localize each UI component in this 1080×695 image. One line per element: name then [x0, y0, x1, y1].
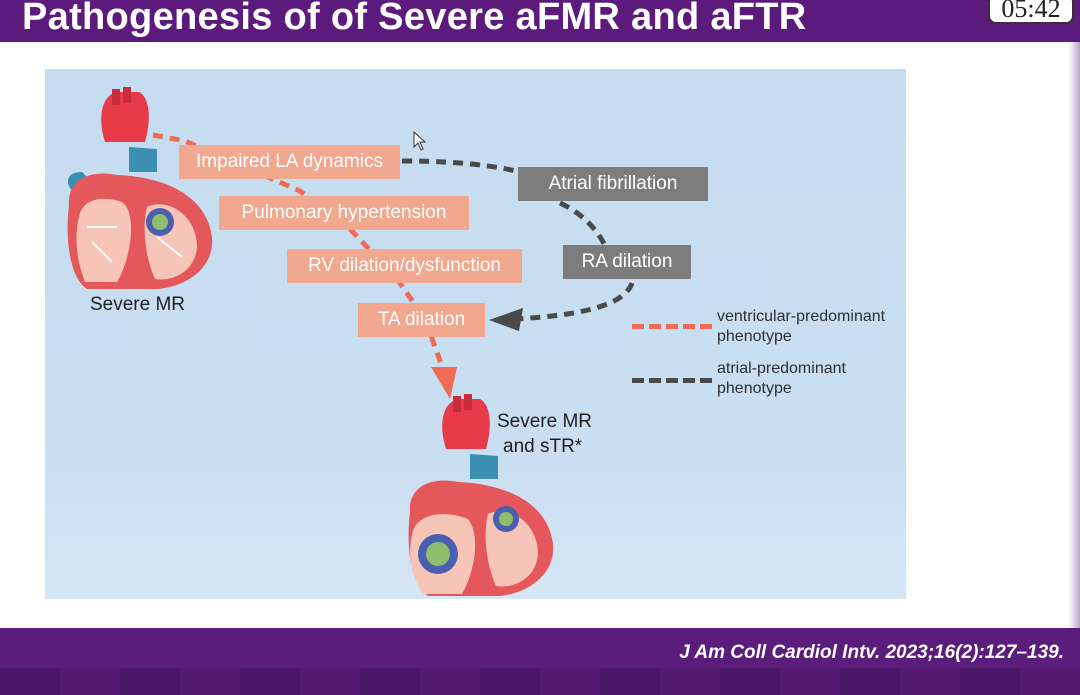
box-pulmonary-hypertension: Pulmonary hypertension: [219, 196, 469, 230]
box-atrial-fibrillation: Atrial fibrillation: [518, 167, 708, 201]
atrial-path: [401, 158, 549, 184]
legend-atrial-swatch: [632, 378, 712, 383]
atrial-path-curve: [514, 200, 635, 322]
citation: J Am Coll Cardiol Intv. 2023;16(2):127–1…: [679, 642, 1064, 663]
legend-ventricular-swatch: [632, 324, 712, 329]
label-severe-mr-str-line2: and sTR*: [503, 436, 583, 457]
atrial-arrowhead: [489, 308, 523, 331]
box-ta-dilation: TA dilation: [358, 303, 485, 337]
slide-title: Pathogenesis of of Severe aFMR and aFTR: [22, 0, 807, 38]
pathogenesis-figure: Impaired LA dynamics Pulmonary hypertens…: [45, 69, 906, 599]
legend-atrial-label: atrial-predominant phenotype: [717, 360, 846, 397]
timer-badge: 05:42: [988, 0, 1074, 24]
ventricular-arrowhead: [431, 367, 457, 399]
mouse-pointer-icon: [413, 131, 427, 151]
label-severe-mr-str-line1: Severe MR: [497, 411, 593, 432]
legend-ventricular-label: ventricular-predominant phenotype: [717, 308, 886, 345]
box-rv-dilation: RV dilation/dysfunction: [287, 249, 522, 283]
footer-stripe: [0, 668, 1080, 695]
title-bar: Pathogenesis of of Severe aFMR and aFTR: [0, 0, 1080, 42]
box-ra-dilation: RA dilation: [563, 245, 691, 279]
side-decoration: [1068, 42, 1080, 628]
pathway-arrows: [152, 132, 635, 399]
heart-bottom-illustration: [408, 394, 554, 596]
label-severe-mr: Severe MR: [90, 294, 186, 315]
box-impaired-la-dynamics: Impaired LA dynamics: [179, 145, 400, 179]
heart-top-illustration: [67, 87, 213, 289]
footer-bar: J Am Coll Cardiol Intv. 2023;16(2):127–1…: [0, 628, 1080, 695]
